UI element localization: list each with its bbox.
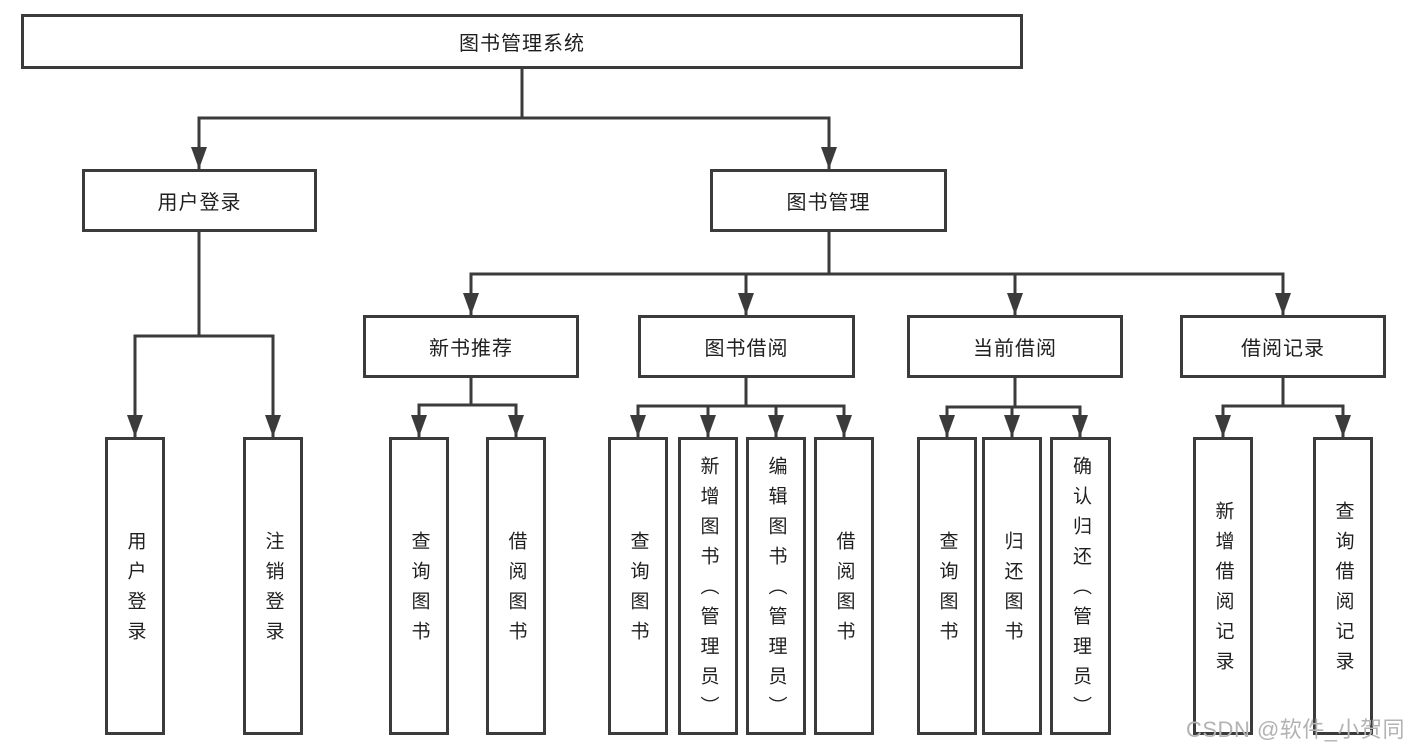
connector-current-borrow xyxy=(939,378,1088,437)
node-label: 查询借阅记录 xyxy=(1332,501,1354,681)
node-new-book-recommend: 新书推荐 xyxy=(363,315,579,378)
node-book-borrow: 图书借阅 xyxy=(638,315,855,378)
node-label: 查询图书 xyxy=(936,531,958,651)
leaf-borrow-books: 借阅图书 xyxy=(814,437,874,735)
node-label: 借阅图书 xyxy=(833,531,855,651)
leaf-logout: 注销登录 xyxy=(243,437,303,735)
leaf-add-borrow-record: 新增借阅记录 xyxy=(1193,437,1253,735)
node-label: 当前借阅 xyxy=(973,338,1057,360)
leaf-query-borrow-record: 查询借阅记录 xyxy=(1313,437,1373,735)
node-label: 编辑图书（管理员） xyxy=(765,456,787,726)
leaf-confirm-return-admin: 确认归还（管理员） xyxy=(1050,437,1111,735)
leaf-edit-books-admin: 编辑图书（管理员） xyxy=(746,437,806,735)
node-label: 新书推荐 xyxy=(429,338,513,360)
node-current-borrow: 当前借阅 xyxy=(907,315,1123,378)
node-borrow-records: 借阅记录 xyxy=(1180,315,1386,378)
node-label: 用户登录 xyxy=(157,192,242,214)
node-book-management: 图书管理 xyxy=(710,169,947,232)
leaf-return-books: 归还图书 xyxy=(982,437,1042,735)
leaf-user-login: 用户登录 xyxy=(105,437,165,735)
connector-book-borrow xyxy=(630,378,852,437)
node-label: 借阅记录 xyxy=(1241,338,1325,360)
connector-root xyxy=(191,69,837,169)
leaf-query-books-recommend: 查询图书 xyxy=(389,437,449,735)
node-label: 图书借阅 xyxy=(704,338,789,360)
connector-borrow-records xyxy=(1215,378,1351,437)
leaf-query-books-borrow: 查询图书 xyxy=(608,437,668,735)
node-label: 确认归还（管理员） xyxy=(1070,456,1091,726)
connector-book-management xyxy=(463,232,1291,315)
node-label: 查询图书 xyxy=(408,531,430,651)
node-root: 图书管理系统 xyxy=(21,14,1023,69)
node-user-login: 用户登录 xyxy=(82,169,317,232)
connector-new-book xyxy=(411,378,524,437)
node-label: 图书管理 xyxy=(786,192,871,214)
node-label: 归还图书 xyxy=(1001,531,1023,651)
node-label: 新增图书（管理员） xyxy=(697,456,719,726)
csdn-watermark: CSDN @软件_小贺同学 xyxy=(1186,717,1405,742)
node-label: 借阅图书 xyxy=(505,531,527,651)
node-label: 注销登录 xyxy=(262,531,284,651)
connector-user-login xyxy=(127,232,281,437)
leaf-borrow-books-recommend: 借阅图书 xyxy=(486,437,546,735)
node-label: 用户登录 xyxy=(124,531,146,651)
leaf-add-books-admin: 新增图书（管理员） xyxy=(678,437,738,735)
node-label: 图书管理系统 xyxy=(459,33,585,55)
leaf-query-books-current: 查询图书 xyxy=(917,437,977,735)
node-label: 新增借阅记录 xyxy=(1212,501,1234,681)
node-label: 查询图书 xyxy=(627,531,649,651)
